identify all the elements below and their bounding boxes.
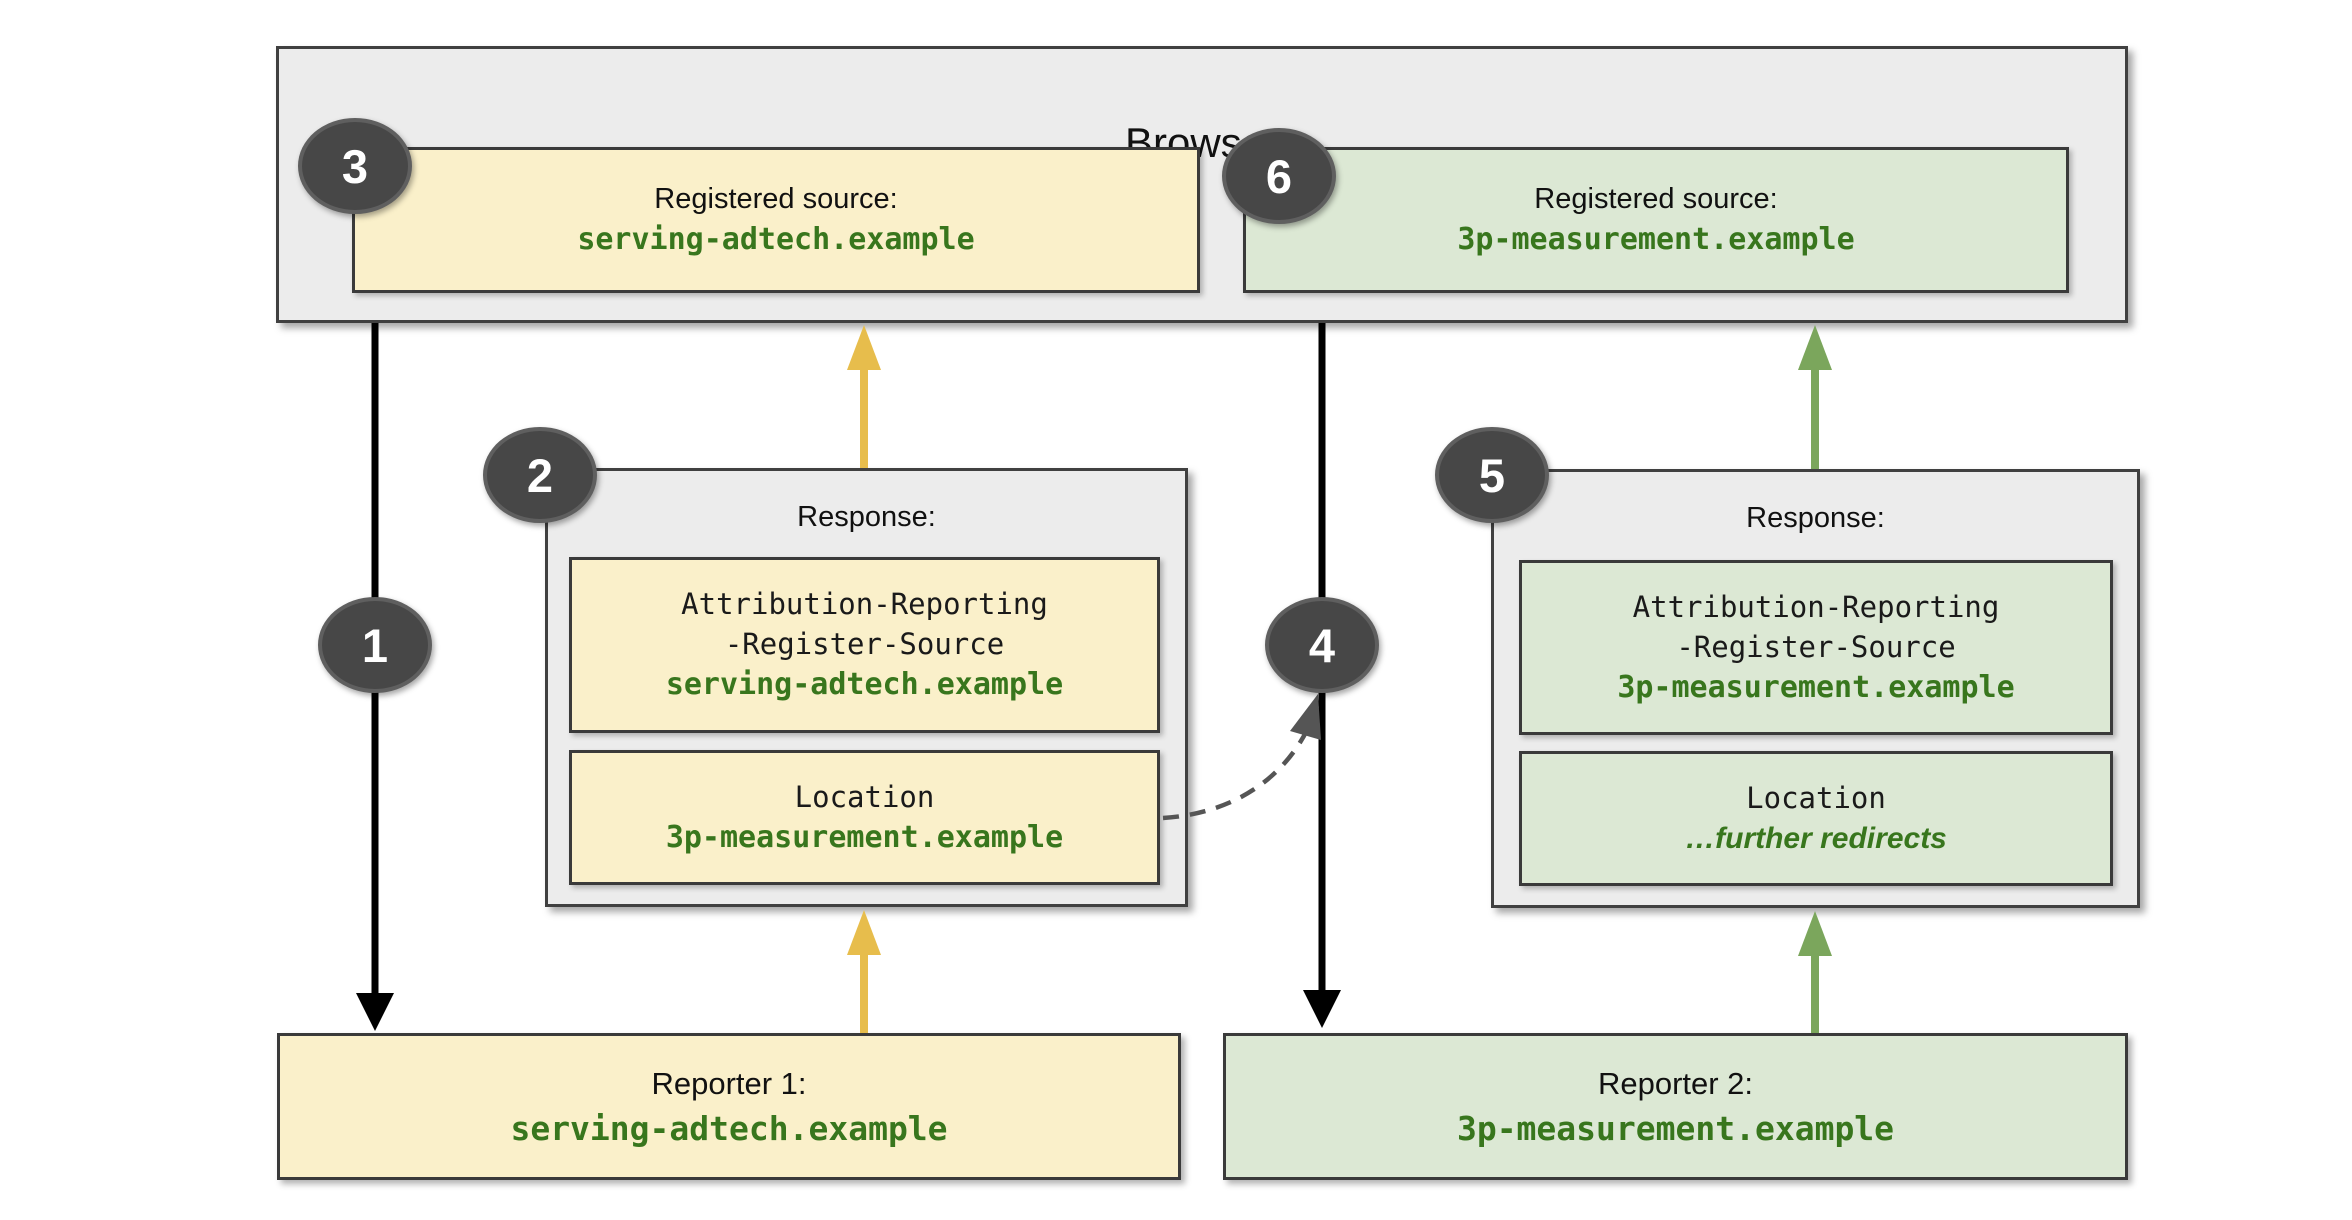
response-1-location-value: 3p-measurement.example xyxy=(665,819,1064,855)
registered-source-1-domain: serving-adtech.example xyxy=(577,222,975,257)
response-2-label: Response: xyxy=(1746,502,1885,534)
step-badge-5-number: 5 xyxy=(1478,448,1506,502)
step-badge-3: 3 xyxy=(298,118,412,214)
reporter-2-box: Reporter 2: 3p-measurement.example xyxy=(1223,1033,2128,1180)
registered-source-2-domain: 3p-measurement.example xyxy=(1457,222,1855,257)
response-1-location-box: Location 3p-measurement.example xyxy=(569,750,1160,885)
step-badge-1: 1 xyxy=(318,597,432,693)
step-badge-6: 6 xyxy=(1222,128,1336,224)
step-badge-2: 2 xyxy=(483,427,597,523)
response-2-header-line2: -Register-Source xyxy=(1676,629,1956,664)
response-2-location-value: …further redirects xyxy=(1685,821,1947,855)
response-1-box: Response: Attribution-Reporting -Registe… xyxy=(545,468,1188,907)
reporter-2-domain: 3p-measurement.example xyxy=(1456,1108,1895,1148)
registered-source-2-label: Registered source: xyxy=(1534,183,1778,215)
step-badge-2-number: 2 xyxy=(526,448,554,502)
reporter-1-domain: serving-adtech.example xyxy=(510,1108,948,1148)
response-1-label: Response: xyxy=(797,501,936,533)
step-badge-4-number: 4 xyxy=(1308,618,1336,672)
response-1-header-value: serving-adtech.example xyxy=(665,667,1064,702)
response-2-header-line1: Attribution-Reporting xyxy=(1632,589,2000,624)
response-1-header-line2: -Register-Source xyxy=(724,627,1005,661)
arrow-reporter1-to-response1 xyxy=(847,910,881,1033)
response-1-header-line1: Attribution-Reporting xyxy=(681,587,1048,621)
reporter-1-label: Reporter 1: xyxy=(651,1065,807,1101)
response-2-location-box: Location …further redirects xyxy=(1519,751,2113,886)
registered-source-2-box: Registered source: 3p-measurement.exampl… xyxy=(1243,147,2069,293)
step-badge-6-number: 6 xyxy=(1265,149,1293,203)
reporter-2-label: Reporter 2: xyxy=(1597,1065,1754,1101)
response-2-location-label: Location xyxy=(1746,780,1886,815)
reporter-1-box: Reporter 1: serving-adtech.example xyxy=(277,1033,1181,1180)
arrow-reporter2-to-response2 xyxy=(1798,911,1832,1033)
step-badge-1-number: 1 xyxy=(361,618,389,672)
response-2-header-value: 3p-measurement.example xyxy=(1617,669,2015,705)
arrow-response1-to-browser xyxy=(847,325,881,468)
registered-source-1-label: Registered source: xyxy=(654,183,898,215)
response-1-location-label: Location xyxy=(794,779,935,814)
registered-source-1-box: Registered source: serving-adtech.exampl… xyxy=(352,147,1200,293)
response-1-header-box: Attribution-Reporting -Register-Source s… xyxy=(569,557,1160,733)
response-2-box: Response: Attribution-Reporting -Registe… xyxy=(1491,469,2140,908)
step-badge-5: 5 xyxy=(1435,427,1549,523)
step-badge-3-number: 3 xyxy=(341,139,369,193)
step-badge-4: 4 xyxy=(1265,597,1379,693)
response-2-header-box: Attribution-Reporting -Register-Source 3… xyxy=(1519,560,2113,735)
arrow-response2-to-browser xyxy=(1798,325,1832,469)
